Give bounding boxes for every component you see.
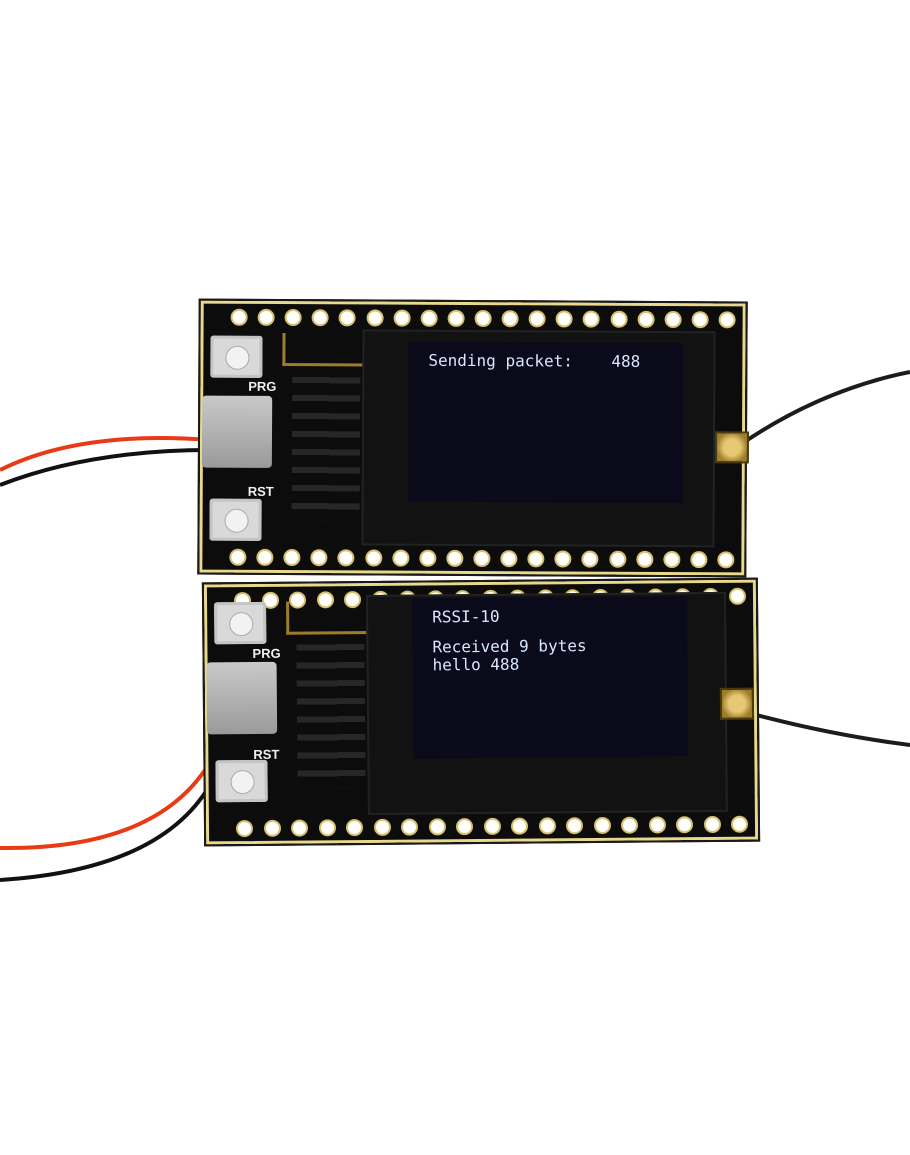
bottom-board-pin-row-bottom	[235, 815, 749, 838]
top-board: PRG RST Sending packet: 488	[197, 298, 750, 578]
bottom-board: PRG RST RSSI-10 Received 9 bytes hello 4…	[201, 577, 761, 847]
bottom-oled-line-1: RSSI-10	[432, 606, 500, 627]
bottom-pcb-antenna-trace	[286, 600, 373, 635]
top-rst-label: RST	[247, 483, 274, 499]
top-red-wire	[0, 436, 211, 472]
bottom-rst-button	[215, 759, 268, 803]
top-antenna-cable	[738, 370, 910, 447]
top-board-pin-row-bottom	[229, 548, 735, 569]
top-components	[291, 371, 361, 522]
top-oled-screen: Sending packet: 488	[407, 341, 684, 504]
bottom-prg-button	[214, 601, 267, 645]
top-pcb-antenna-trace	[282, 333, 369, 367]
top-rst-button	[209, 498, 262, 541]
bottom-black-wire	[0, 783, 212, 882]
top-prg-label: PRG	[248, 378, 277, 394]
top-black-wire	[0, 448, 211, 487]
bottom-antenna-cable	[744, 710, 910, 747]
top-ufl-connector	[714, 431, 750, 464]
bottom-oled-line-3: hello 488	[432, 654, 520, 675]
bottom-red-wire	[0, 768, 207, 851]
top-usb-port	[201, 395, 273, 468]
bottom-ufl-connector	[719, 687, 755, 720]
top-oled-line-1: Sending packet: 488	[428, 350, 641, 371]
bottom-oled-line-2: Received 9 bytes	[432, 636, 587, 657]
bottom-usb-port	[206, 661, 278, 735]
bottom-prg-label: PRG	[252, 645, 281, 661]
bottom-oled-screen: RSSI-10 Received 9 bytes hello 488	[412, 596, 689, 759]
bottom-components	[296, 638, 366, 789]
top-prg-button	[210, 335, 263, 378]
top-board-pin-row-top	[230, 308, 736, 329]
